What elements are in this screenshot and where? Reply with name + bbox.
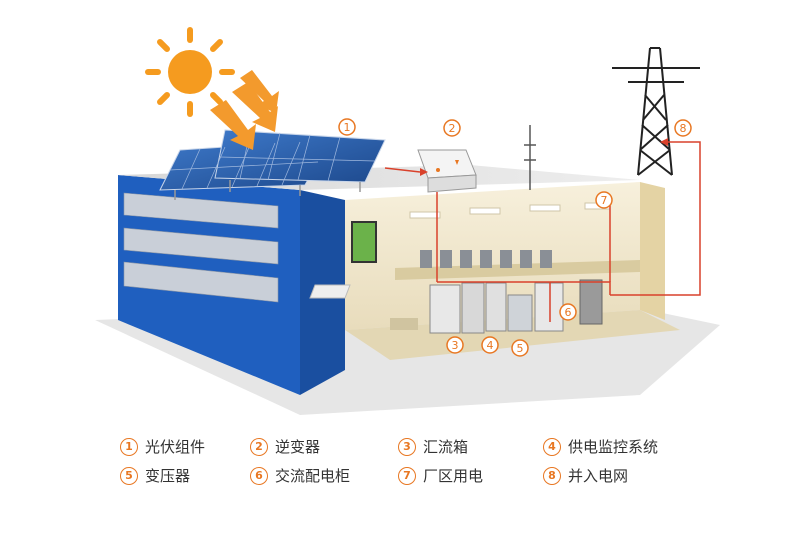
legend: 1 光伏组件 2 逆变器 3 汇流箱 4 供电监控系统 5 变压器 6 交流配电… (0, 420, 800, 533)
marker-1-label: 1 (344, 121, 351, 134)
transmission-tower-icon (612, 47, 700, 176)
marker-4-label: 4 (487, 339, 494, 352)
marker-3: 3 (446, 336, 464, 354)
mezzanine (395, 260, 640, 280)
marker-8-label: 8 (680, 122, 687, 135)
legend-item-5: 5 变压器 (120, 465, 190, 486)
legend-item-4: 4 供电监控系统 (543, 436, 658, 457)
solar-plant-diagram: 1 2 3 4 5 6 7 8 (95, 27, 720, 415)
inverter-icon (417, 149, 477, 193)
marker-6: 6 (559, 303, 577, 321)
cabinet-icon (429, 282, 507, 334)
mezzanine-devices (420, 250, 552, 268)
legend-item-6: 6 交流配电柜 (250, 465, 350, 486)
legend-num-8: 8 (543, 466, 561, 485)
marker-5-label: 5 (517, 342, 524, 355)
legend-item-1: 1 光伏组件 (120, 436, 205, 457)
legend-item-2: 2 逆变器 (250, 436, 320, 457)
legend-label-3: 汇流箱 (423, 438, 469, 456)
flow-arrowheads (420, 138, 668, 176)
sun-icon (145, 27, 235, 117)
legend-label-6: 交流配电柜 (275, 467, 351, 485)
marker-1: 1 (338, 118, 356, 136)
marker-2-label: 2 (449, 122, 456, 135)
transformer-icon (507, 294, 533, 332)
marker-5: 5 (511, 339, 529, 357)
desk (390, 318, 418, 330)
legend-label-8: 并入电网 (568, 467, 629, 485)
legend-num-4: 4 (543, 437, 561, 456)
legend-label-4: 供电监控系统 (568, 438, 659, 456)
legend-label-1: 光伏组件 (145, 438, 206, 456)
legend-label-7: 厂区用电 (423, 467, 484, 485)
sunlight-arrows (210, 70, 279, 150)
legend-label-5: 变压器 (145, 467, 191, 485)
legend-num-6: 6 (250, 466, 268, 485)
marker-7-label: 7 (601, 194, 608, 207)
legend-num-3: 3 (398, 437, 416, 456)
legend-num-2: 2 (250, 437, 268, 456)
legend-item-7: 7 厂区用电 (398, 465, 483, 486)
wall-screen (351, 221, 377, 263)
marker-2: 2 (443, 119, 461, 137)
building-windows (123, 192, 279, 303)
legend-num-1: 1 (120, 437, 138, 456)
marker-8: 8 (674, 119, 692, 137)
legend-num-7: 7 (398, 466, 416, 485)
interior-side-wall (640, 182, 665, 320)
legend-label-2: 逆变器 (275, 438, 321, 456)
canopy (309, 284, 351, 299)
legend-item-3: 3 汇流箱 (398, 436, 468, 457)
legend-item-8: 8 并入电网 (543, 465, 628, 486)
solar-panel-icon (159, 129, 386, 200)
ac-cabinet (534, 279, 603, 332)
power-flow-lines (384, 141, 701, 322)
marker-6-label: 6 (565, 306, 572, 319)
marker-4: 4 (481, 336, 499, 354)
marker-3-label: 3 (452, 339, 459, 352)
legend-num-5: 5 (120, 466, 138, 485)
interior-back-wall (345, 182, 640, 330)
antenna-icon (524, 125, 536, 190)
marker-7: 7 (595, 191, 613, 209)
